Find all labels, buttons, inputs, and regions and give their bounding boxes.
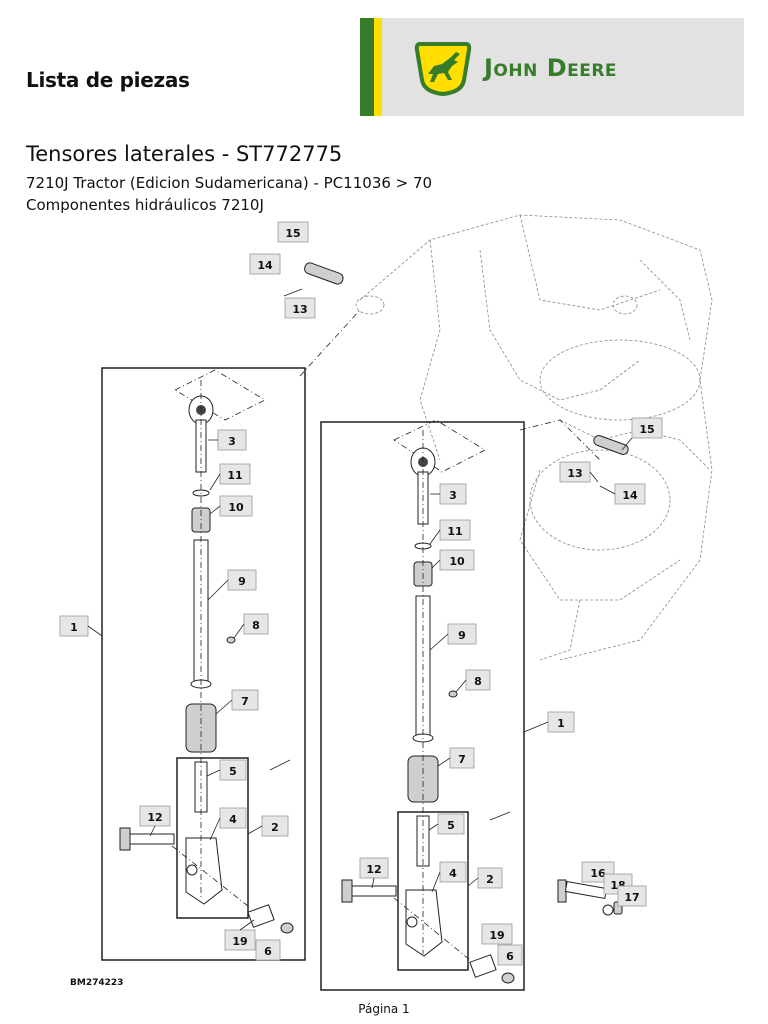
svg-text:8: 8 — [252, 619, 260, 632]
svg-text:4: 4 — [449, 867, 457, 880]
callout-2-left: 2 — [261, 815, 289, 837]
callout-15-right: 15 — [631, 417, 663, 439]
svg-text:6: 6 — [264, 945, 272, 958]
callout-3-left: 3 — [217, 429, 247, 451]
tractor-background-sketch — [355, 214, 713, 661]
pin-13-top — [304, 262, 344, 285]
callout-10-right: 10 — [439, 549, 475, 571]
svg-text:19: 19 — [232, 935, 247, 948]
left-subassembly-frame — [176, 757, 249, 919]
callout-2-right: 2 — [477, 867, 503, 889]
svg-text:11: 11 — [447, 525, 462, 538]
right-assembly-frame — [320, 421, 525, 991]
svg-text:2: 2 — [486, 873, 494, 886]
document-title: Lista de piezas — [26, 68, 190, 92]
callout-5-right: 5 — [437, 813, 465, 835]
svg-text:2: 2 — [271, 821, 279, 834]
svg-text:3: 3 — [449, 489, 457, 502]
callout-7-left: 7 — [231, 689, 259, 711]
svg-text:7: 7 — [241, 695, 249, 708]
section-subtitle: Componentes hidráulicos 7210J — [26, 196, 264, 214]
callout-4-left: 4 — [219, 807, 247, 829]
callout-12-right: 12 — [359, 857, 389, 879]
page-heading: Tensores laterales - ST772775 — [26, 142, 343, 166]
right-subassembly-frame — [397, 811, 469, 971]
callout-4-right: 4 — [439, 861, 467, 883]
page-number: Página 1 — [358, 1002, 410, 1016]
callout-3-right: 3 — [439, 483, 467, 505]
callout-11-left: 11 — [219, 463, 251, 485]
svg-text:7: 7 — [458, 753, 466, 766]
callout-5-left: 5 — [219, 759, 247, 781]
brand-accent-yellow-bar — [374, 18, 382, 116]
svg-text:13: 13 — [567, 467, 582, 480]
callout-17: 17 — [617, 885, 647, 907]
svg-text:5: 5 — [447, 819, 455, 832]
callout-14-top: 14 — [249, 253, 281, 275]
svg-text:15: 15 — [285, 227, 300, 240]
callout-12-left: 12 — [139, 805, 171, 827]
callout-6-left: 6 — [255, 939, 281, 961]
callout-1-left: 1 — [59, 615, 89, 637]
svg-text:9: 9 — [238, 575, 246, 588]
svg-text:14: 14 — [257, 259, 273, 272]
svg-text:1: 1 — [557, 717, 565, 730]
svg-text:9: 9 — [458, 629, 466, 642]
leaping-deer-icon — [414, 42, 472, 96]
callout-9-left: 9 — [227, 569, 257, 591]
svg-text:3: 3 — [228, 435, 236, 448]
callout-15-top: 15 — [277, 221, 309, 243]
callout-9-right: 9 — [447, 623, 477, 645]
brand-wordmark: John Deere — [484, 54, 618, 82]
svg-text:6: 6 — [506, 950, 514, 963]
figure-id: BM274223 — [70, 978, 124, 988]
callout-8-right: 8 — [465, 669, 491, 691]
svg-text:10: 10 — [449, 555, 465, 568]
svg-text:16: 16 — [590, 867, 606, 880]
svg-text:11: 11 — [227, 469, 242, 482]
exploded-parts-diagram: 15 14 13 3 11 10 9 1 8 7 5 4 2 12 19 6 1… — [59, 214, 713, 991]
svg-text:8: 8 — [474, 675, 482, 688]
callout-6-right: 6 — [497, 944, 523, 966]
svg-text:14: 14 — [622, 489, 638, 502]
callout-8-left: 8 — [243, 613, 269, 635]
callout-11-right: 11 — [439, 519, 471, 541]
callout-10-left: 10 — [219, 495, 253, 517]
svg-text:1: 1 — [70, 621, 78, 634]
left-assembly-frame — [101, 367, 306, 961]
svg-text:10: 10 — [228, 501, 244, 514]
svg-text:5: 5 — [229, 765, 237, 778]
model-subtitle: 7210J Tractor (Edicion Sudamericana) - P… — [26, 174, 433, 192]
svg-text:4: 4 — [229, 813, 237, 826]
svg-text:13: 13 — [292, 303, 307, 316]
callout-19-right: 19 — [481, 923, 513, 945]
svg-text:15: 15 — [639, 423, 654, 436]
callout-14-right: 14 — [614, 483, 646, 505]
brand-accent-green-bar — [360, 18, 374, 116]
pin-13-right — [593, 435, 629, 455]
callout-19-left: 19 — [224, 929, 256, 951]
svg-text:17: 17 — [624, 891, 639, 904]
callout-13-top: 13 — [284, 297, 316, 319]
callout-1-right: 1 — [547, 711, 575, 733]
svg-text:19: 19 — [489, 929, 504, 942]
svg-text:12: 12 — [147, 811, 162, 824]
callout-13-right: 13 — [559, 461, 591, 483]
callout-7-right: 7 — [449, 747, 475, 769]
svg-text:12: 12 — [366, 863, 381, 876]
